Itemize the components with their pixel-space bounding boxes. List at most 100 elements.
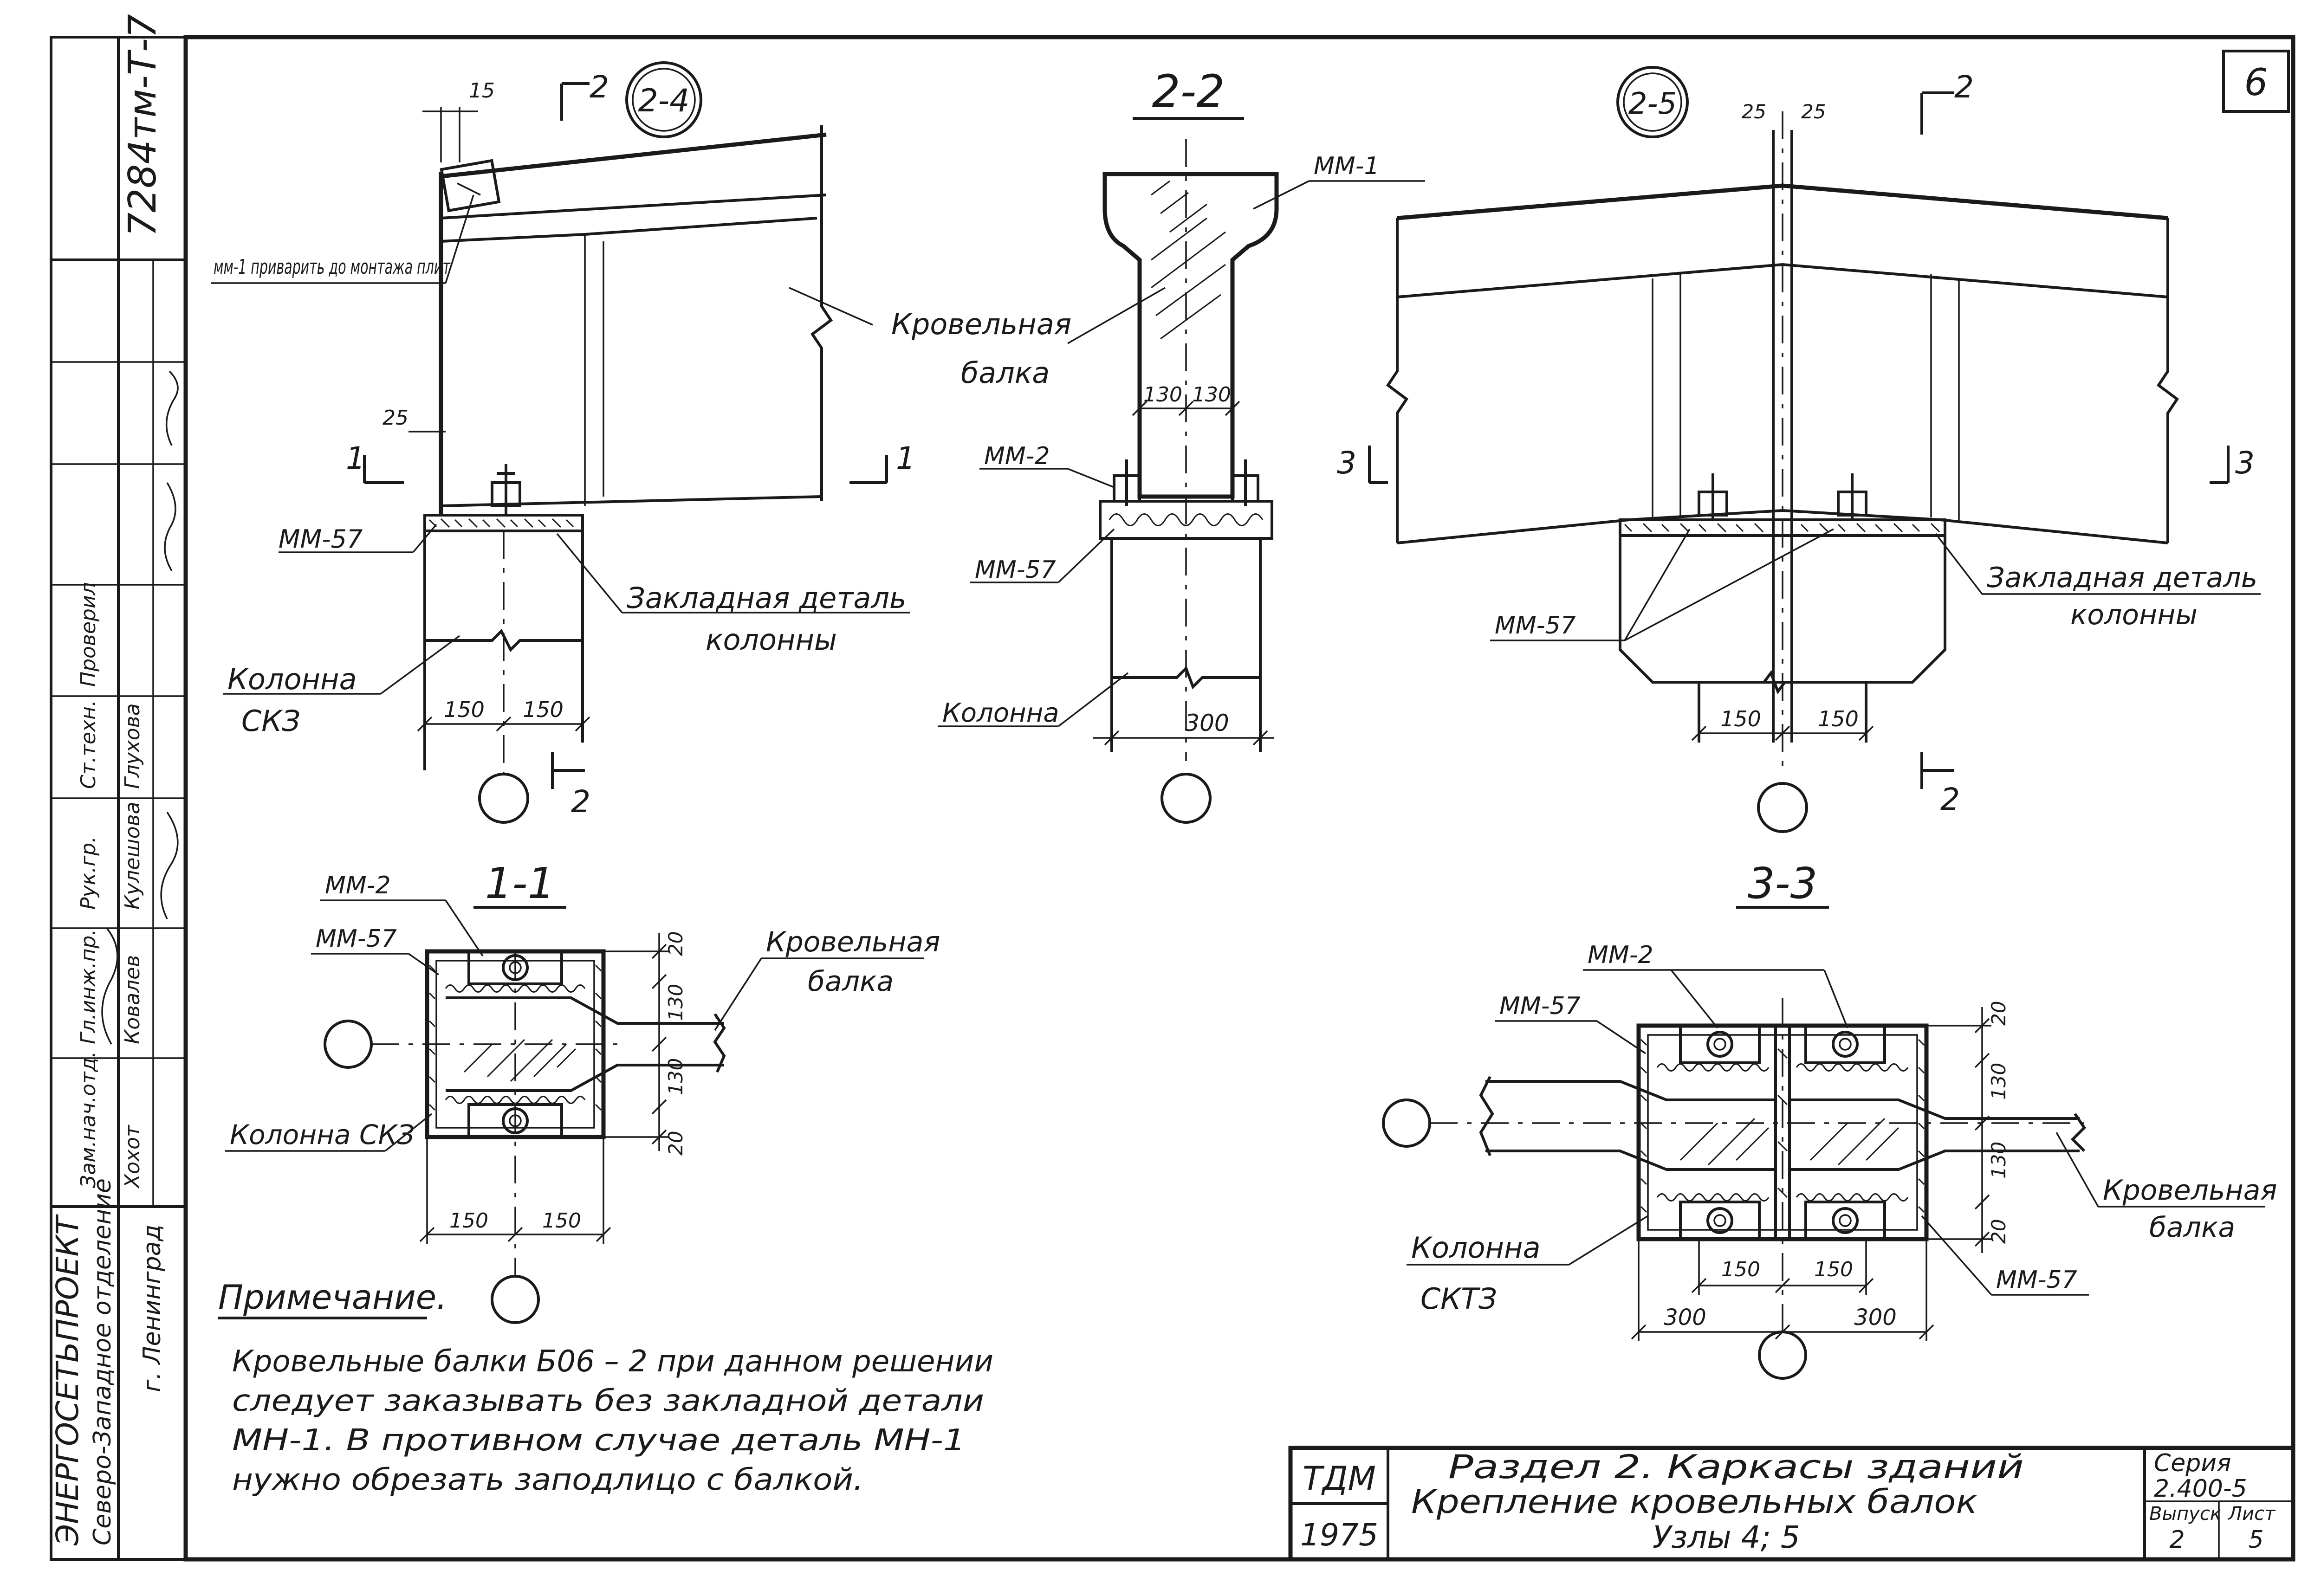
section-title-1-1: 1-1 bbox=[485, 859, 555, 908]
label-roof-beam-1-1b: балка bbox=[808, 965, 894, 998]
sheet-number-box: 6 bbox=[2222, 50, 2290, 113]
dim-150-left-1-1: 150 bbox=[449, 1209, 488, 1233]
section-2-2: 2-2 130 130 300 ММ-1 Кровельная балк bbox=[789, 65, 1425, 824]
dim-300-left-3-3: 300 bbox=[1664, 1305, 1706, 1331]
label-mm2-1-1: ММ-2 bbox=[325, 872, 391, 899]
dim-130-right-2-2: 130 bbox=[1192, 383, 1231, 407]
dim-130-bottom-1-1: 130 bbox=[664, 1058, 687, 1095]
node-2-5: 2-5 150 150 25 25 bbox=[1337, 66, 2261, 833]
part-mm57-plate-2-5 bbox=[1619, 518, 1946, 537]
label-embedded-part-2-5b: колонны bbox=[2070, 599, 2198, 631]
series-value: 2.400-5 bbox=[2154, 1475, 2247, 1503]
label-roof-beam-3-3: Кровельная bbox=[2103, 1174, 2277, 1207]
part-mm57-plate bbox=[423, 514, 584, 532]
stamp-role: Рук.гр. bbox=[77, 836, 100, 910]
section-3-3: 3-3 bbox=[1382, 859, 2277, 1380]
title-year: 1975 bbox=[1300, 1517, 1378, 1553]
cut-marker-3-left: 3 bbox=[1337, 445, 1356, 481]
signature-marks bbox=[101, 370, 179, 1045]
sheet-number: 6 bbox=[2244, 61, 2268, 104]
dim-20-top-3-3: 20 bbox=[1987, 1001, 2010, 1026]
label-mm57-1-1: ММ-57 bbox=[316, 925, 397, 953]
note-block: Примечание. Кровельные балки Б06 – 2 при… bbox=[218, 1278, 993, 1497]
dim-300-right-3-3: 300 bbox=[1854, 1305, 1897, 1331]
dim-150-right: 150 bbox=[523, 697, 564, 722]
sheet-value: 5 bbox=[2248, 1526, 2263, 1554]
node-label-2-5: 2-5 bbox=[1628, 87, 1677, 121]
cut-marker-1-left: 1 bbox=[346, 440, 365, 476]
dim-150-left: 150 bbox=[444, 697, 485, 722]
cut-marker-2-top: 2 bbox=[590, 69, 609, 105]
dim-130-bottom-3-3: 130 bbox=[1987, 1142, 2010, 1179]
dim-25-left-2-5: 25 bbox=[1742, 100, 1766, 123]
label-roof-beam-1-1: Кровельная bbox=[766, 926, 940, 958]
label-embedded-part-2: колонны bbox=[706, 623, 837, 657]
dim-300-2-2: 300 bbox=[1185, 710, 1229, 737]
dim-20-bottom-1-1: 20 bbox=[664, 1131, 687, 1156]
dim-130-left-2-2: 130 bbox=[1143, 383, 1182, 407]
stamp-role: Ст.техн. bbox=[77, 700, 100, 789]
label-mm2-2-2: ММ-2 bbox=[984, 442, 1050, 470]
label-roof-beam-2: балка bbox=[961, 356, 1050, 390]
note-mm1-weld: мм-1 приварить до монтажа плит bbox=[214, 255, 451, 279]
dim-20-top-1-1: 20 bbox=[664, 931, 687, 956]
label-embedded-part-2-5: Закладная деталь bbox=[1987, 562, 2257, 594]
stamp-role: Гл.инж.пр. bbox=[77, 929, 100, 1044]
title-line-2: Крепление кровельных балок bbox=[1411, 1483, 1977, 1521]
label-mm57-2-5: ММ-57 bbox=[1495, 612, 1576, 640]
dim-25: 25 bbox=[383, 406, 408, 430]
cut-marker-2-top-2-5: 2 bbox=[1954, 69, 1974, 105]
dim-130-top-1-1: 130 bbox=[664, 984, 687, 1021]
label-column: Колонна bbox=[227, 662, 357, 696]
dim-20-bottom-3-3: 20 bbox=[1987, 1219, 2010, 1244]
section-1-1: 1-1 20 130 130 20 bbox=[225, 859, 940, 1324]
title-block: ТДМ 1975 Раздел 2. Каркасы зданий Крепле… bbox=[1288, 1446, 2295, 1562]
label-column-3-3: Колонна bbox=[1411, 1231, 1541, 1265]
dim-15: 15 bbox=[469, 79, 495, 103]
label-column-code: СКЗ bbox=[241, 704, 300, 738]
dim-150-right-2-5: 150 bbox=[1818, 706, 1859, 731]
cut-marker-2-bottom-2-5: 2 bbox=[1940, 782, 1960, 817]
note-line: Кровельные балки Б06 – 2 при данном реше… bbox=[232, 1344, 993, 1379]
dim-150-right-1-1: 150 bbox=[542, 1209, 581, 1233]
note-line: нужно обрезать заподлицо с балкой. bbox=[232, 1463, 863, 1497]
dim-150-right-3-3: 150 bbox=[1814, 1258, 1853, 1281]
side-stamp: 7284тм-Т-7 Зам.нач.отд. Хохот Гл.инж.пр.… bbox=[50, 14, 186, 1559]
label-mm57-2-2: ММ-57 bbox=[975, 556, 1056, 584]
part-mm1-plate bbox=[440, 159, 501, 213]
stamp-role: Проверил bbox=[77, 582, 100, 687]
label-embedded-part: Закладная деталь bbox=[627, 581, 907, 615]
stamp-name: Хохот bbox=[121, 1124, 144, 1189]
label-mm1: ММ-1 bbox=[1314, 152, 1380, 180]
series-label: Серия bbox=[2154, 1449, 2231, 1477]
label-roof-beam-3-3b: балка bbox=[2149, 1211, 2235, 1244]
node-2-4: 150 150 15 25 1 1 2 2 2-4 мм-1 приварить… bbox=[211, 61, 915, 824]
section-title-2-2: 2-2 bbox=[1152, 65, 1225, 117]
part-mm57-plate-2-2 bbox=[1099, 500, 1273, 540]
org-name: ЭНЕРГОСЕТЬПРОЕКТ bbox=[50, 1214, 85, 1546]
section-title-3-3: 3-3 bbox=[1748, 859, 1817, 908]
stamp-name: Глухова bbox=[121, 703, 144, 789]
label-mm57-3-3-left: ММ-57 bbox=[1499, 992, 1581, 1020]
title-code: ТДМ bbox=[1303, 1460, 1376, 1498]
dim-25-right-2-5: 25 bbox=[1801, 100, 1826, 123]
label-column-3-3b: СКТЗ bbox=[1420, 1282, 1497, 1316]
title-line-1: Раздел 2. Каркасы зданий bbox=[1448, 1448, 2024, 1486]
issue-value: 2 bbox=[2169, 1526, 2185, 1554]
stamp-name: Кулешова bbox=[121, 801, 144, 910]
stamp-role: Зам.нач.отд. bbox=[77, 1051, 100, 1188]
node-label-2-4: 2-4 bbox=[638, 83, 689, 119]
archive-number: 7284тм-Т-7 bbox=[121, 14, 165, 237]
sheet-label: Лист bbox=[2227, 1503, 2276, 1525]
cut-marker-2-bottom: 2 bbox=[571, 784, 590, 820]
label-mm57: ММ-57 bbox=[279, 524, 363, 554]
note-heading: Примечание. bbox=[218, 1278, 447, 1317]
org-city: г. Ленинград bbox=[138, 1225, 166, 1392]
org-branch: Северо-Западное отделение bbox=[89, 1178, 117, 1545]
label-column-2-2: Колонна bbox=[942, 698, 1059, 728]
dim-150-left-2-5: 150 bbox=[1720, 706, 1761, 731]
note-line: МН-1. В противном случае деталь МН-1 bbox=[232, 1423, 966, 1458]
label-roof-beam: Кровельная bbox=[891, 307, 1071, 341]
